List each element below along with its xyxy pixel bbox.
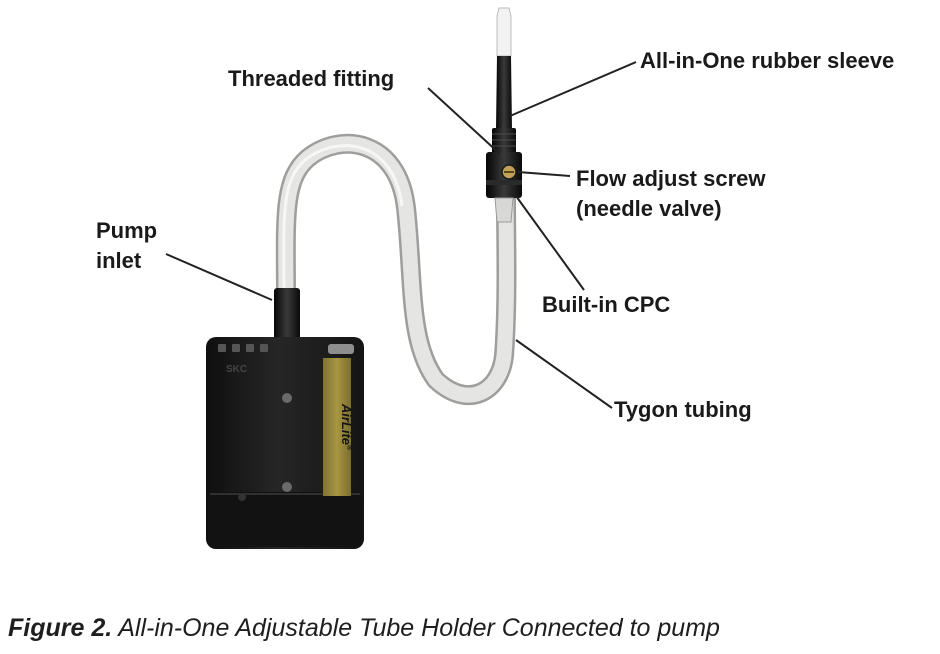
- pump-brand-logo: SKC: [226, 364, 247, 375]
- label-flow-adjust-line1: Flow adjust screw: [576, 166, 766, 191]
- tube-holder-assembly: [486, 7, 522, 223]
- leader-line-threaded-fitting: [427, 87, 501, 155]
- leader-line-tygon-tubing: [515, 339, 613, 409]
- threaded-fitting: [492, 128, 516, 154]
- leader-line-rubber-sleeve: [509, 61, 637, 117]
- leader-lines: [165, 61, 637, 409]
- figure-caption: Figure 2. All-in-One Adjustable Tube Hol…: [8, 614, 720, 643]
- figure-number: Figure 2.: [8, 614, 113, 642]
- body-screw-top: [282, 393, 292, 403]
- pump-inlet-sleeve: [274, 288, 300, 344]
- sample-tube-tip: [496, 7, 512, 57]
- leader-line-flow-adjust: [517, 171, 571, 177]
- leader-line-built-in-cpc: [515, 195, 585, 291]
- label-tygon-tubing: Tygon tubing: [614, 397, 752, 422]
- label-flow-adjust-screw: Flow adjust screw (needle valve): [576, 164, 766, 224]
- label-flow-adjust-line2: (needle valve): [576, 196, 722, 221]
- figure-caption-text: All-in-One Adjustable Tube Holder Connec…: [118, 614, 720, 642]
- built-in-cpc: [494, 197, 514, 223]
- pump-model-name: AirLite®: [339, 403, 354, 451]
- label-pump-inlet-line1: Pump: [96, 218, 158, 243]
- pump-label-panel: [323, 358, 351, 496]
- label-pump-inlet-line2: inlet: [96, 248, 142, 273]
- label-built-in-cpc: Built-in CPC: [542, 292, 671, 317]
- body-screw-bottom: [282, 482, 292, 492]
- label-rubber-sleeve: All-in-One rubber sleeve: [640, 48, 895, 73]
- label-threaded-fitting: Threaded fitting: [228, 66, 395, 91]
- tygon-tubing: [275, 133, 517, 406]
- rubber-sleeve: [496, 56, 512, 130]
- indicator-light: [238, 493, 246, 501]
- leader-line-pump-inlet: [165, 253, 273, 301]
- label-pump-inlet: Pump inlet: [96, 216, 157, 276]
